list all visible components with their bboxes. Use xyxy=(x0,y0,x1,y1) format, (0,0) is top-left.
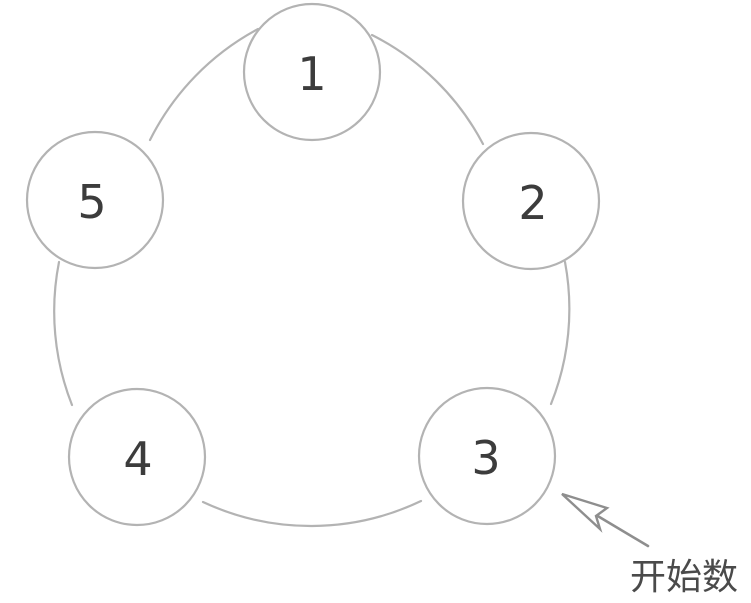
node-5-circle[interactable] xyxy=(25,130,165,270)
annotation-label: 开始数 xyxy=(630,557,738,598)
link-1-to-2 xyxy=(370,33,485,146)
node-1[interactable]: 1 xyxy=(242,2,382,142)
link-group xyxy=(53,27,571,528)
node-4-circle[interactable] xyxy=(67,387,207,527)
node-5-label: 5 xyxy=(77,175,106,229)
annotation-arrow-head-icon xyxy=(561,492,610,533)
node-3[interactable]: 3 xyxy=(417,386,557,526)
node-1-label: 1 xyxy=(297,47,326,101)
node-3-label: 3 xyxy=(471,431,500,485)
node-1-circle[interactable] xyxy=(242,2,382,142)
node-4-label: 4 xyxy=(123,432,152,486)
link-3-to-4 xyxy=(201,499,423,528)
link-4-to-5 xyxy=(53,260,74,407)
node-5[interactable]: 5 xyxy=(25,130,165,270)
start-annotation: 开始数 xyxy=(561,492,738,598)
node-2-label: 2 xyxy=(518,176,547,230)
node-group: 1 2 3 4 5 xyxy=(25,2,601,527)
annotation-arrow-shaft xyxy=(594,513,650,548)
node-2[interactable]: 2 xyxy=(461,131,601,271)
node-4[interactable]: 4 xyxy=(67,387,207,527)
node-3-circle[interactable] xyxy=(417,386,557,526)
link-2-to-3 xyxy=(549,260,571,406)
link-5-to-1 xyxy=(148,27,260,142)
node-2-circle[interactable] xyxy=(461,131,601,271)
